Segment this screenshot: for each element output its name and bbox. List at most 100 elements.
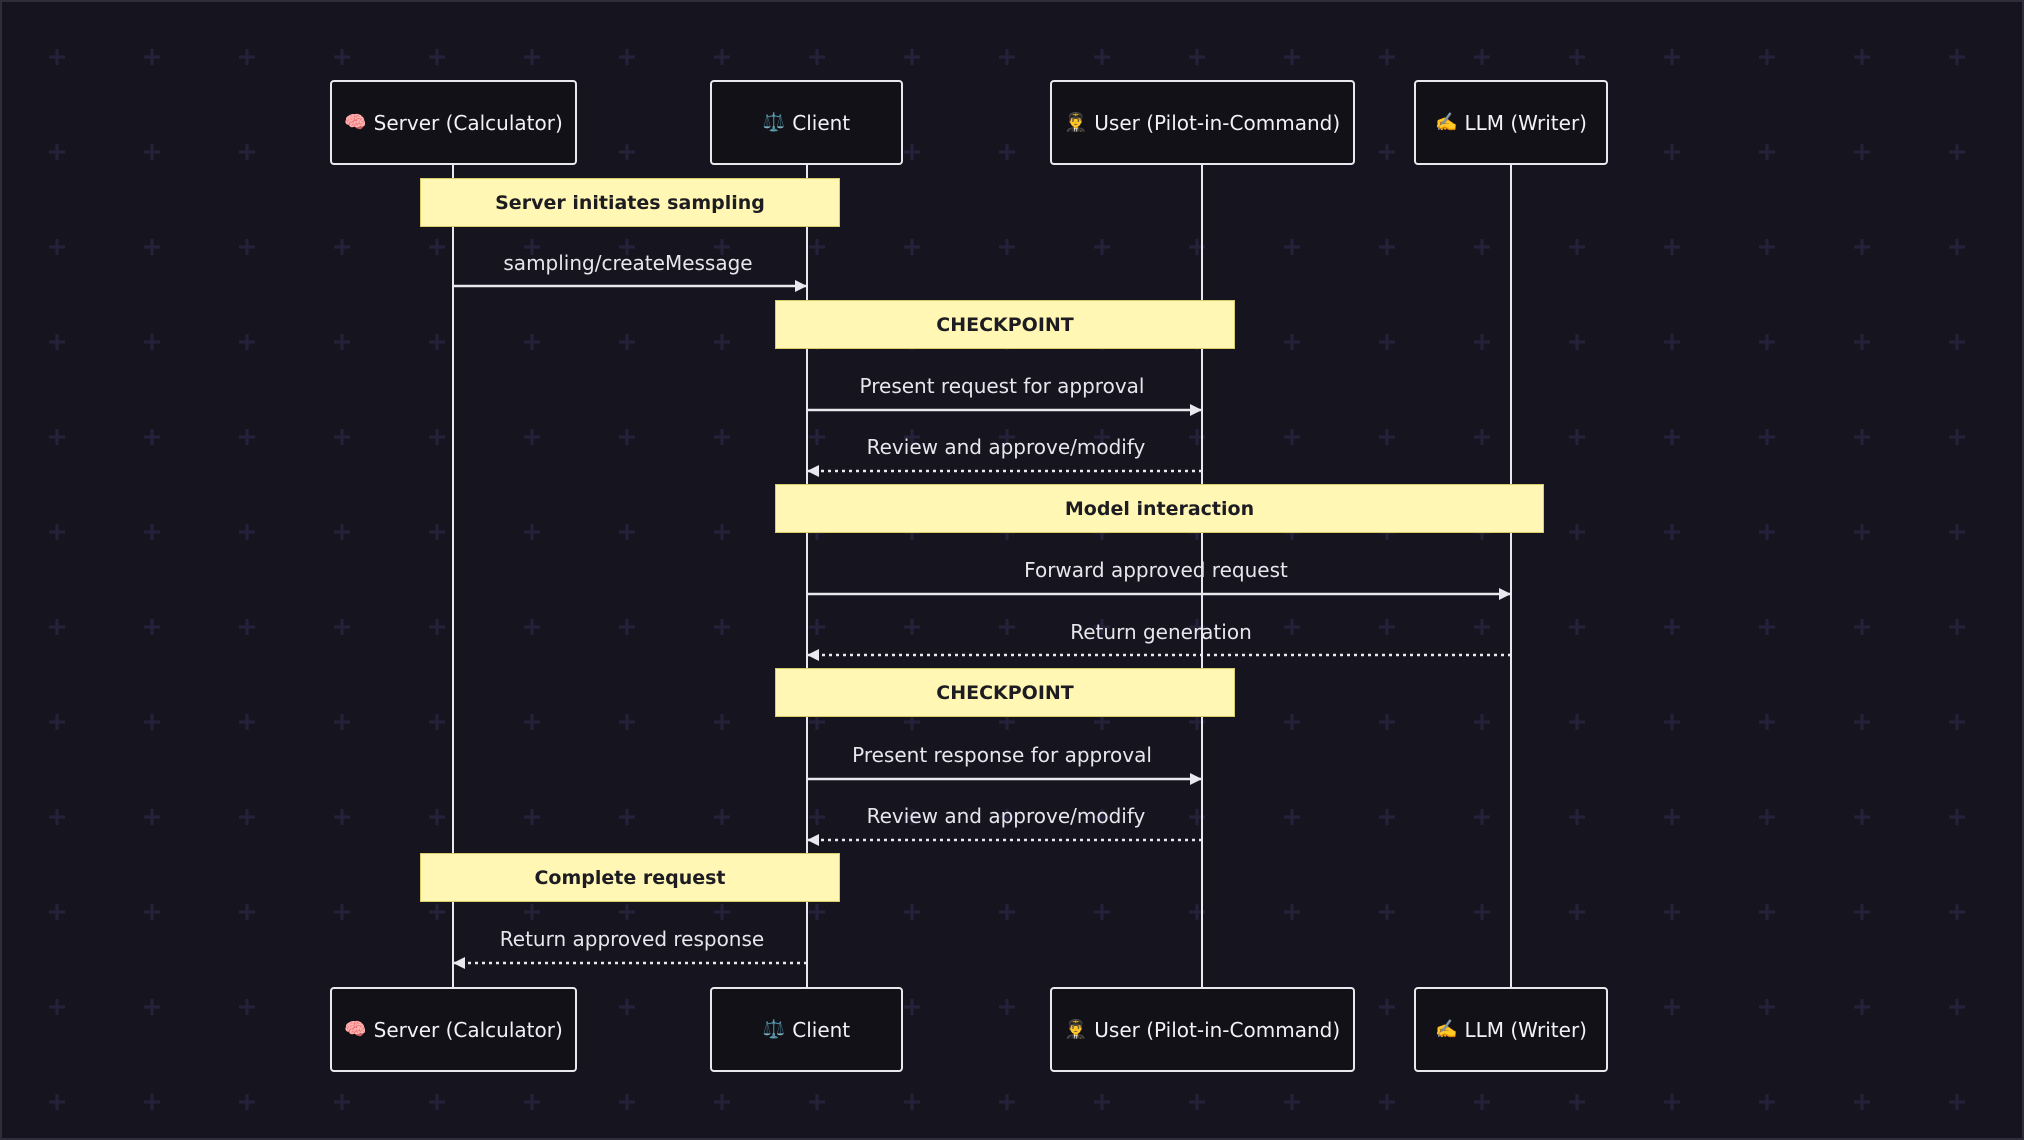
background-cross — [1664, 904, 1680, 920]
background-cross — [714, 809, 730, 825]
background-cross — [999, 429, 1015, 445]
background-cross — [714, 904, 730, 920]
background-cross — [619, 239, 635, 255]
background-cross — [1379, 809, 1395, 825]
background-cross — [1379, 429, 1395, 445]
background-cross — [334, 714, 350, 730]
actor-label: Client — [792, 1017, 851, 1042]
actor-label: LLM (Writer) — [1464, 1017, 1587, 1042]
background-cross — [239, 144, 255, 160]
background-cross — [334, 239, 350, 255]
background-cross — [619, 429, 635, 445]
background-cross — [999, 999, 1015, 1015]
background-cross — [619, 49, 635, 65]
background-cross — [1379, 904, 1395, 920]
background-cross — [714, 429, 730, 445]
background-cross — [1569, 619, 1585, 635]
background-cross — [1949, 144, 1965, 160]
background-cross — [1949, 999, 1965, 1015]
background-cross — [524, 809, 540, 825]
message-label: Forward approved request — [1024, 558, 1288, 582]
background-cross — [904, 429, 920, 445]
background-cross — [429, 619, 445, 635]
background-cross — [1759, 904, 1775, 920]
background-cross — [1949, 239, 1965, 255]
background-cross — [1094, 429, 1110, 445]
background-cross — [144, 1094, 160, 1110]
background-cross — [1664, 809, 1680, 825]
background-cross — [904, 239, 920, 255]
background-cross — [1569, 429, 1585, 445]
background-cross — [1854, 999, 1870, 1015]
background-cross — [714, 524, 730, 540]
background-cross — [619, 904, 635, 920]
actor-label: User (Pilot-in-Command) — [1094, 1017, 1341, 1042]
background-cross — [1569, 239, 1585, 255]
background-cross — [524, 619, 540, 635]
background-cross — [429, 714, 445, 730]
background-cross — [1284, 809, 1300, 825]
background-cross — [144, 239, 160, 255]
background-cross — [1949, 334, 1965, 350]
background-cross — [1094, 239, 1110, 255]
background-cross — [1569, 49, 1585, 65]
background-cross — [904, 904, 920, 920]
background-cross — [429, 524, 445, 540]
actor-llm-bottom: ✍️ LLM (Writer) — [1414, 987, 1608, 1072]
background-cross — [144, 144, 160, 160]
background-cross — [1284, 619, 1300, 635]
background-cross — [334, 334, 350, 350]
background-cross — [619, 524, 635, 540]
background-cross — [1379, 999, 1395, 1015]
background-cross — [999, 49, 1015, 65]
background-cross — [144, 524, 160, 540]
background-cross — [1759, 429, 1775, 445]
background-cross — [714, 49, 730, 65]
background-cross — [49, 49, 65, 65]
message-label: Review and approve/modify — [866, 804, 1146, 828]
background-cross — [1759, 1094, 1775, 1110]
note-checkpoint-request: CHECKPOINT — [775, 300, 1235, 349]
pilot-icon: 👨‍✈️ — [1064, 112, 1088, 133]
background-cross — [999, 904, 1015, 920]
actor-client-top: ⚖️ Client — [710, 80, 903, 165]
background-cross — [1759, 144, 1775, 160]
writing-hand-icon: ✍️ — [1435, 1019, 1458, 1040]
background-cross — [1379, 619, 1395, 635]
background-cross — [1284, 429, 1300, 445]
background-cross — [429, 809, 445, 825]
background-cross — [1664, 714, 1680, 730]
background-cross — [809, 619, 825, 635]
background-cross — [429, 239, 445, 255]
pilot-icon: 👨‍✈️ — [1064, 1019, 1088, 1040]
background-cross — [1759, 49, 1775, 65]
background-cross — [1379, 144, 1395, 160]
background-cross — [1569, 809, 1585, 825]
background-cross — [1379, 714, 1395, 730]
background-cross — [1854, 49, 1870, 65]
background-cross — [1284, 904, 1300, 920]
background-cross — [49, 1094, 65, 1110]
actor-server-bottom: 🧠 Server (Calculator) — [330, 987, 577, 1072]
background-cross — [1474, 1094, 1490, 1110]
background-cross — [1284, 334, 1300, 350]
background-cross — [809, 49, 825, 65]
background-cross — [1854, 809, 1870, 825]
background-cross — [1379, 239, 1395, 255]
writing-hand-icon: ✍️ — [1435, 112, 1458, 133]
background-cross — [1854, 144, 1870, 160]
actor-label: LLM (Writer) — [1464, 110, 1587, 135]
background-cross — [1854, 1094, 1870, 1110]
background-cross — [1664, 524, 1680, 540]
background-cross — [714, 239, 730, 255]
brain-icon: 🧠 — [344, 1019, 367, 1040]
background-cross — [809, 904, 825, 920]
background-cross — [1949, 809, 1965, 825]
background-cross — [429, 334, 445, 350]
background-cross — [334, 809, 350, 825]
background-cross — [619, 334, 635, 350]
background-cross — [1854, 334, 1870, 350]
background-cross — [904, 1094, 920, 1110]
background-cross — [49, 809, 65, 825]
